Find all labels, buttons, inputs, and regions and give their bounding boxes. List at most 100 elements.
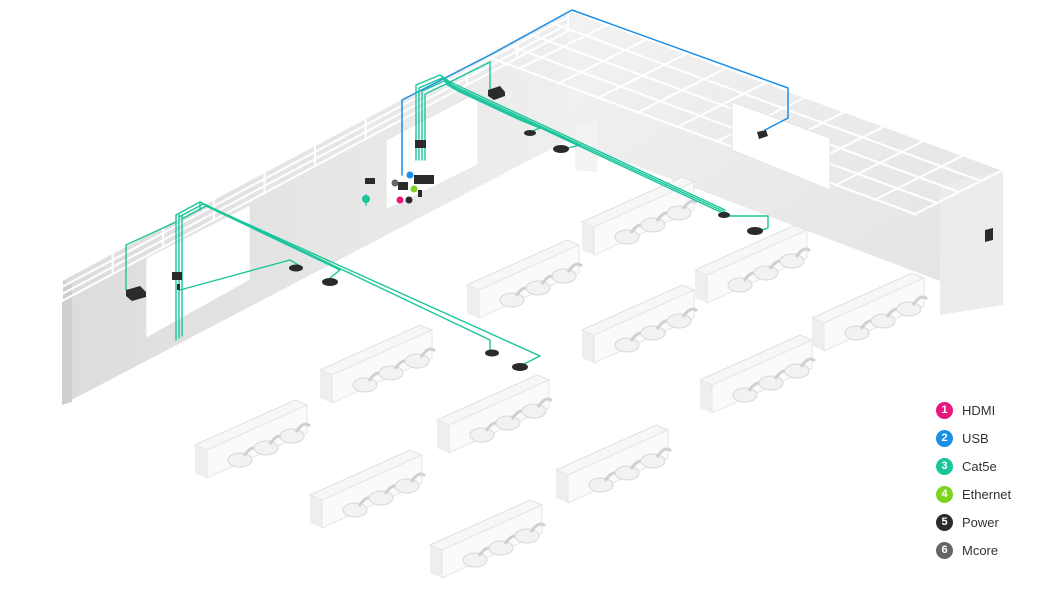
chair — [727, 277, 753, 293]
legend-item-mcore: 6 Mcore — [936, 536, 1011, 564]
center-hub-device — [398, 182, 408, 190]
table-with-chairs — [580, 284, 699, 364]
legend-item-ethernet: 4 Ethernet — [936, 480, 1011, 508]
usb-cable — [401, 9, 789, 176]
legend-item-cat5e: 3 Cat5e — [936, 452, 1011, 480]
left-whiteboard — [145, 204, 251, 339]
devices — [126, 86, 768, 371]
mcore-cable-icon: 6 — [936, 541, 953, 559]
chair — [732, 387, 758, 403]
chair — [614, 337, 640, 353]
ceiling-speaker-3 — [553, 145, 569, 153]
chair — [253, 440, 279, 456]
legend-label: Ethernet — [962, 486, 1012, 502]
legend-label: USB — [962, 430, 989, 446]
chair — [279, 428, 305, 444]
connector-markers — [362, 171, 418, 204]
wall-panel-device — [985, 228, 993, 242]
legend-label: Cat5e — [962, 458, 997, 474]
center-top-device — [415, 140, 426, 148]
chair — [588, 477, 614, 493]
table-with-chairs — [428, 499, 547, 579]
table-with-chairs — [698, 334, 817, 414]
chair — [499, 292, 525, 308]
table-with-chairs — [465, 239, 584, 319]
ceiling-speaker-1 — [322, 278, 338, 286]
chair — [342, 502, 368, 518]
chair — [469, 427, 495, 443]
projector-device — [757, 130, 768, 139]
chair — [514, 528, 540, 544]
marker-ethernet — [410, 185, 418, 193]
table-with-chairs — [580, 176, 699, 256]
student-tables — [193, 176, 929, 579]
marker-hdmi — [396, 196, 404, 204]
legend-label: HDMI — [962, 402, 996, 418]
chair — [896, 301, 922, 317]
chair — [666, 313, 692, 329]
ethernet-cable-icon: 4 — [936, 485, 953, 503]
chair — [844, 325, 870, 341]
left-camera-device — [126, 286, 146, 301]
ceiling-mic-4 — [718, 212, 730, 218]
hdmi-cable-icon: 1 — [936, 401, 953, 419]
left-wall-plate — [177, 284, 180, 290]
table-with-chairs — [308, 449, 427, 529]
marker-power — [405, 196, 413, 204]
legend-label: Power — [962, 514, 999, 530]
table-with-chairs — [435, 374, 554, 454]
table-with-chairs — [193, 399, 312, 479]
chair — [666, 205, 692, 221]
legend-item-power: 5 Power — [936, 508, 1011, 536]
ceiling-mic-1 — [289, 264, 303, 272]
chair — [495, 415, 521, 431]
table-with-chairs — [554, 424, 673, 504]
chair — [640, 453, 666, 469]
chair — [640, 325, 666, 341]
cable-legend: 1 HDMI 2 USB 3 Cat5e 4 Ethernet 5 Power 6 Mcore — [936, 396, 1011, 564]
right-projection-screen — [731, 101, 831, 191]
left-box-device — [172, 272, 182, 280]
chair — [227, 452, 253, 468]
chair — [551, 268, 577, 284]
chair — [488, 540, 514, 556]
chair — [525, 280, 551, 296]
legend-item-usb: 2 USB — [936, 424, 1011, 452]
center-camera-device — [488, 86, 505, 100]
cat5e-cable-icon: 3 — [936, 457, 953, 475]
chair — [521, 403, 547, 419]
table-with-chairs — [693, 224, 812, 304]
ceiling-mic-3 — [524, 130, 536, 136]
chair — [614, 229, 640, 245]
chair — [640, 217, 666, 233]
usb-cable-icon: 2 — [936, 429, 953, 447]
marker-mcore — [391, 179, 399, 187]
center-whiteboard — [385, 91, 479, 211]
whiteboards — [145, 91, 831, 339]
marker-usb — [406, 171, 414, 179]
chair — [394, 478, 420, 494]
chair — [378, 365, 404, 381]
chair — [758, 375, 784, 391]
table-with-chairs — [318, 324, 437, 404]
marker-cat5e — [362, 195, 370, 203]
chair — [779, 253, 805, 269]
wall-switch-device — [365, 178, 375, 184]
legend-item-hdmi: 1 HDMI — [936, 396, 1011, 424]
ceiling-speaker-2 — [512, 363, 528, 371]
chair — [404, 353, 430, 369]
table-with-chairs — [810, 272, 929, 352]
ceiling-mic-2 — [485, 349, 499, 357]
chair — [614, 465, 640, 481]
legend-label: Mcore — [962, 542, 999, 558]
chair — [352, 377, 378, 393]
power-cable-icon: 5 — [936, 513, 953, 531]
center-wall-plate — [418, 190, 422, 197]
chair — [462, 552, 488, 568]
back-left-wall — [62, 10, 568, 405]
chair — [368, 490, 394, 506]
chair — [753, 265, 779, 281]
chair — [784, 363, 810, 379]
chair — [870, 313, 896, 329]
